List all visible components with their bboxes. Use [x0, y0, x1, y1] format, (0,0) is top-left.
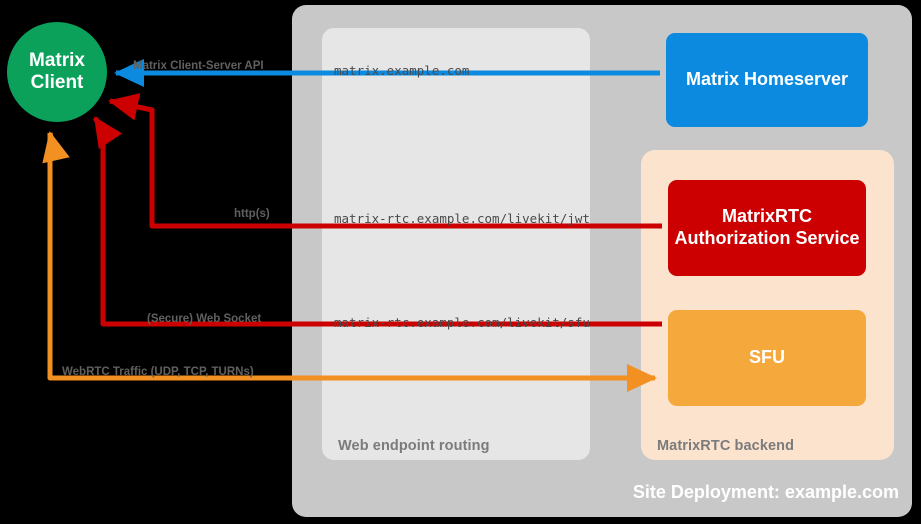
matrix-homeserver-box[interactable]: Matrix Homeserver: [666, 33, 868, 127]
matrix-homeserver-label: Matrix Homeserver: [685, 69, 849, 90]
matrix-client-node[interactable]: Matrix Client: [7, 22, 107, 122]
matrix-client-label-line1: Matrix: [29, 50, 85, 72]
web-endpoint-routing-caption: Web endpoint routing: [338, 438, 490, 454]
web-endpoint-routing-panel: [322, 28, 590, 460]
edge-label-jwt: http(s): [234, 208, 270, 220]
endpoint-livekit-sfu: matrix-rtc.example.com/livekit/sfu: [334, 315, 590, 330]
matrixrtc-authorization-service-box[interactable]: MatrixRTC Authorization Service: [668, 180, 866, 276]
matrixrtc-authorization-service-label: MatrixRTC Authorization Service: [674, 206, 860, 248]
matrix-client-label-line2: Client: [30, 72, 84, 93]
matrixrtc-backend-caption: MatrixRTC backend: [657, 438, 795, 454]
endpoint-livekit-jwt: matrix-rtc.example.com/livekit/jwt: [334, 211, 590, 226]
edge-label-webrtc: WebRTC Traffic (UDP, TCP, TURNs): [62, 366, 254, 378]
connector-jwt: [108, 93, 662, 229]
edge-label-cs-api: Matrix Client-Server API: [133, 60, 264, 72]
sfu-label: SFU: [749, 347, 785, 368]
site-deployment-caption: Site Deployment: example.com: [632, 482, 899, 502]
edge-label-websocket: (Secure) Web Socket: [147, 313, 262, 325]
connector-websocket: [92, 116, 662, 327]
endpoint-matrix-example-com: matrix.example.com: [334, 63, 470, 78]
connector-webrtc: [42, 131, 658, 392]
sfu-box[interactable]: SFU: [668, 310, 866, 406]
